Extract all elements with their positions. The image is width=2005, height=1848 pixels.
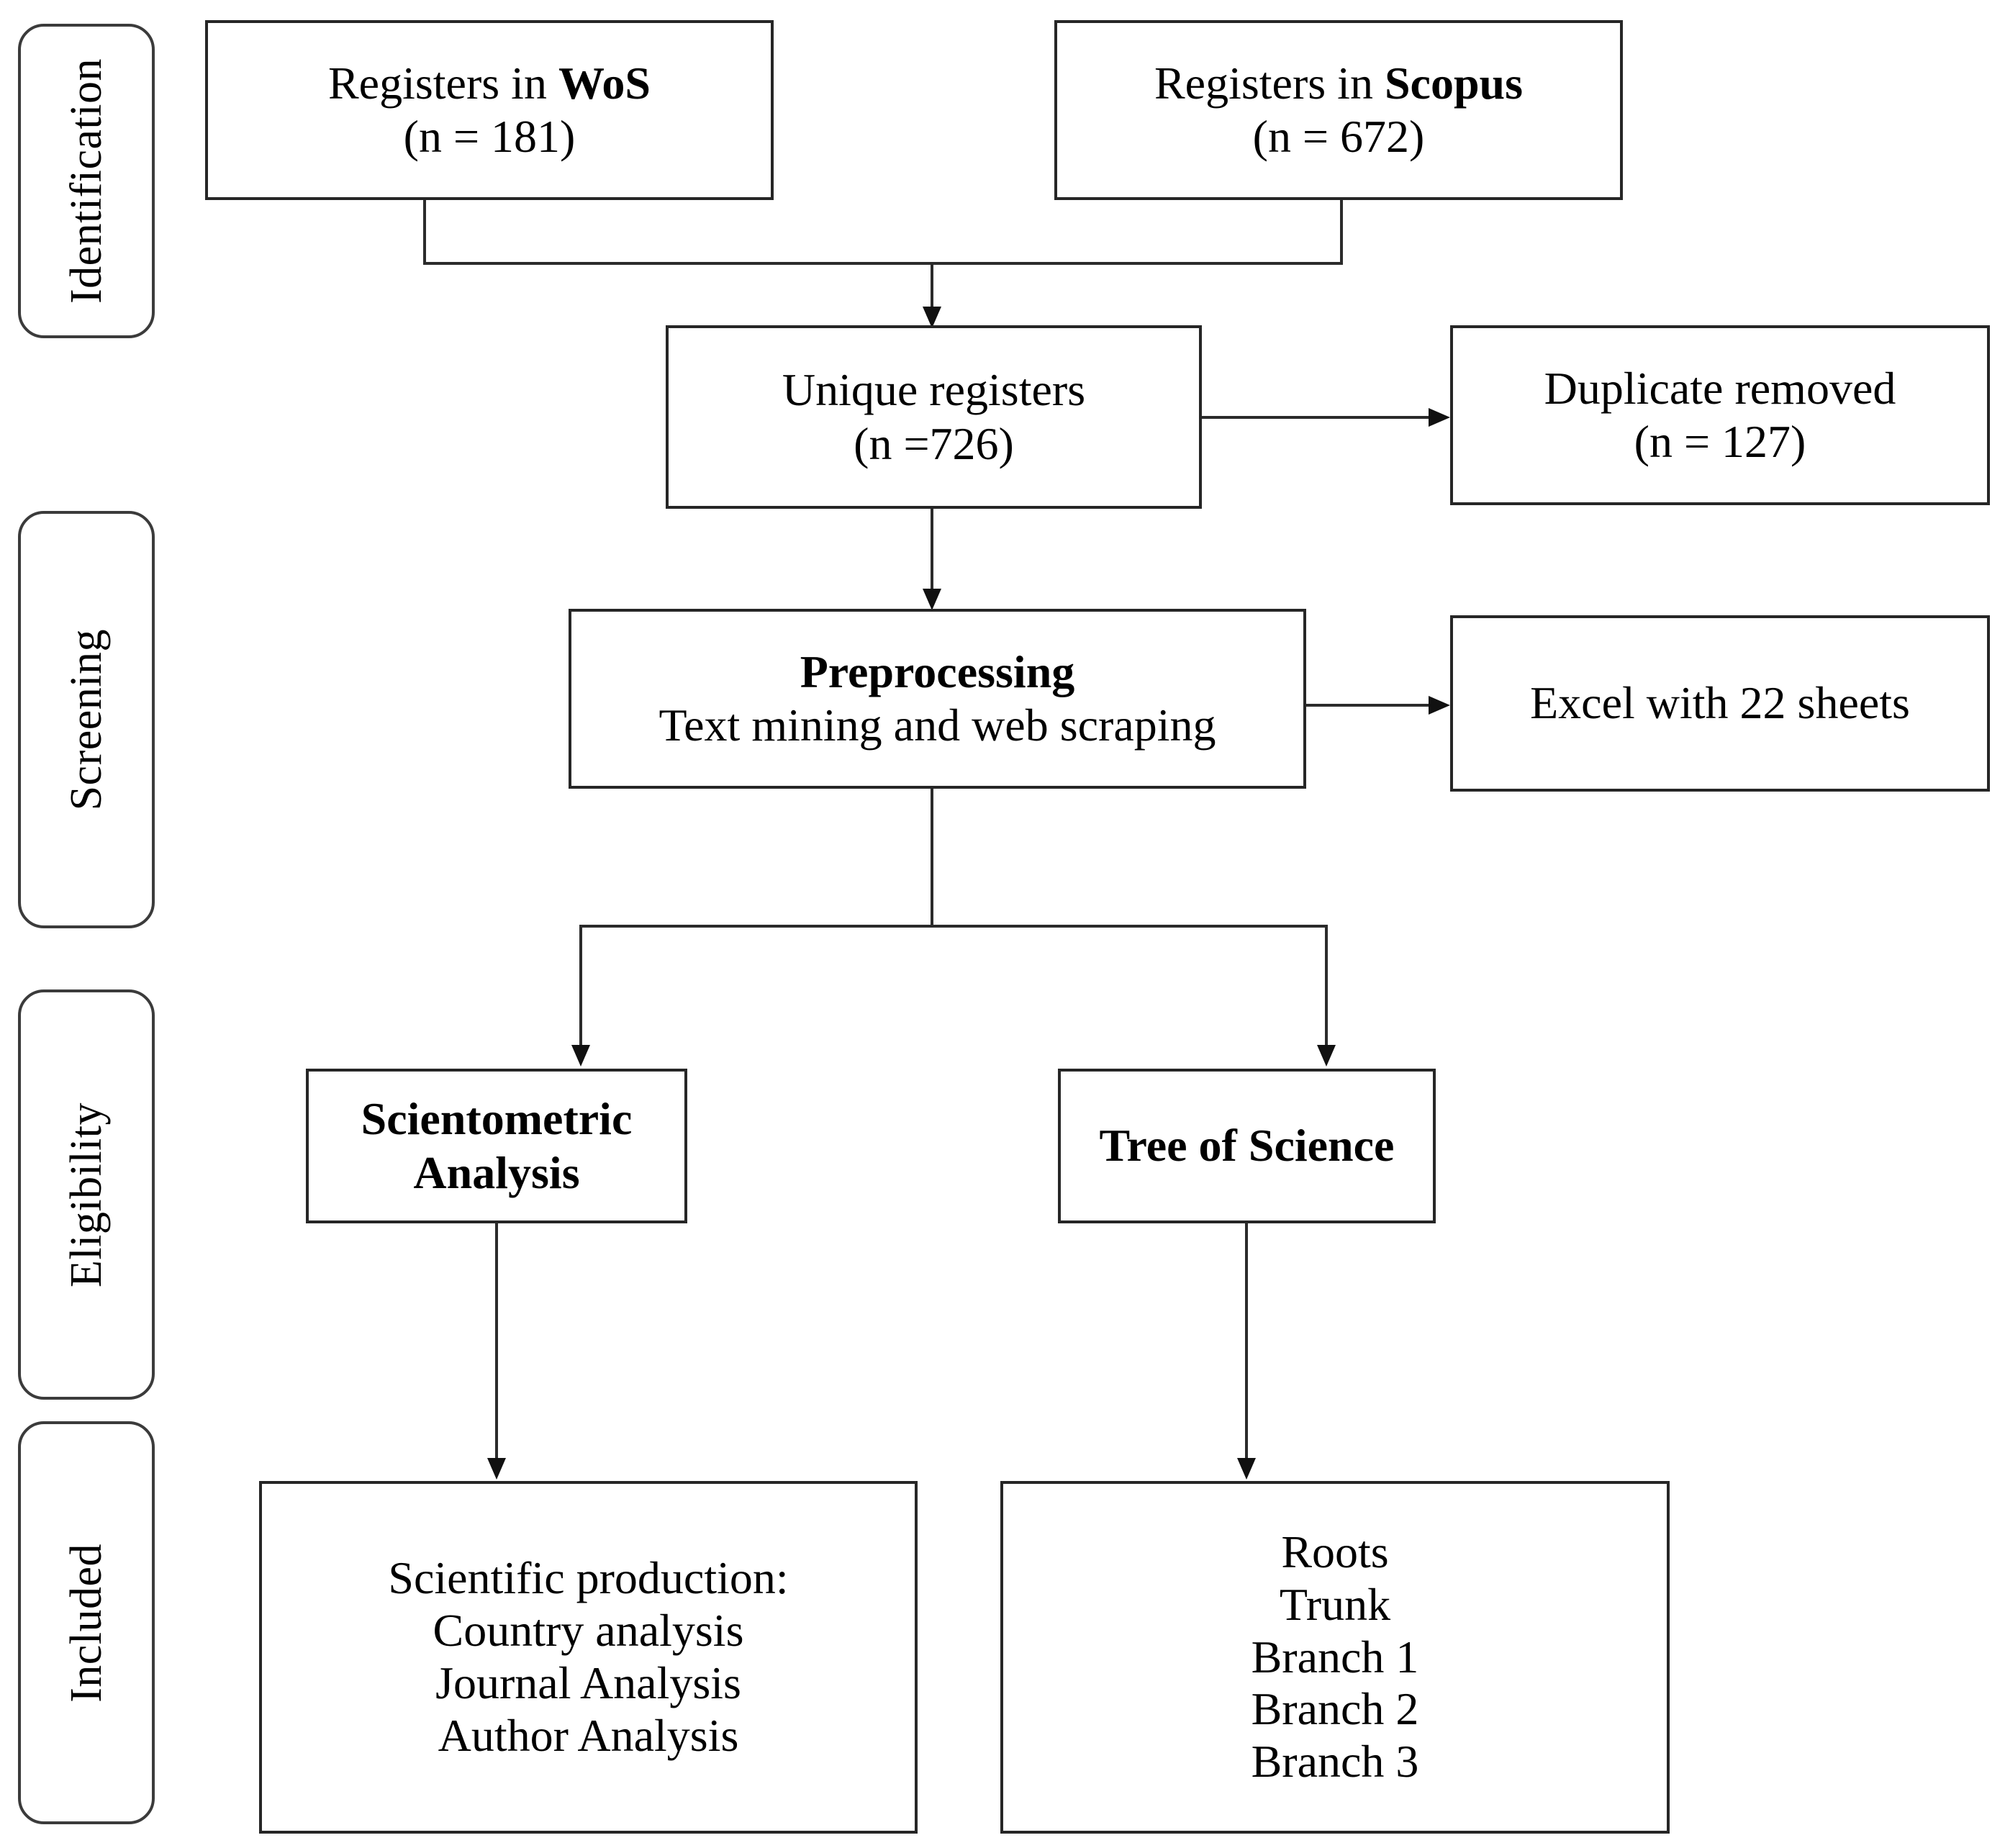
scopus-source-name: Scopus [1384,57,1524,109]
stage-label-eligibility: Eligibility [62,1102,111,1287]
scientometric-analysis-line-2: Analysis [413,1146,580,1198]
preprocessing-subtitle: Text mining and web scraping [658,699,1216,751]
stage-label-identification: Identification [62,58,111,304]
connector-unique-to-duplicate [1202,416,1429,419]
tos-result-line-0: Roots [1281,1526,1389,1577]
scientific-production-line-1: Country analysis [433,1605,744,1657]
wos-line-1: Registers in WoS [328,57,651,110]
arrowhead-to-tos-results [1237,1458,1256,1480]
box-tree-of-science: Tree of Science [1058,1069,1436,1223]
arrowhead-to-duplicate-removed [1429,408,1450,427]
connector-unique-to-preprocessing [931,509,933,595]
connector-split-horizontal [579,925,1328,928]
connector-split-left-down [579,925,582,1051]
connector-split-right-down [1325,925,1328,1051]
stage-label-screening: Screening [62,628,111,811]
scientific-production-line-0: Scientific production: [388,1552,789,1604]
stage-pill-screening: Screening [18,511,155,928]
scientometric-analysis-line-1: Scientometric [361,1093,633,1145]
arrowhead-to-tree-of-science [1317,1045,1336,1066]
connector-merge-down [931,262,933,317]
box-excel-output: Excel with 22 sheets [1450,615,1990,792]
wos-count: (n = 181) [403,111,576,162]
scientific-production-line-2: Journal Analysis [435,1657,741,1708]
scopus-line-1: Registers in Scopus [1154,57,1523,110]
wos-source-name: WoS [558,57,651,109]
box-registers-scopus: Registers in Scopus (n = 672) [1054,20,1623,200]
tree-of-science-label: Tree of Science [1099,1120,1395,1172]
unique-registers-count: (n =726) [854,417,1014,469]
connector-preprocessing-down [931,789,933,927]
connector-tos-to-results [1245,1223,1248,1464]
connector-merge-horizontal [423,262,1343,265]
connector-scientometric-to-production [495,1223,498,1464]
arrowhead-to-excel-output [1429,696,1450,715]
stage-label-included: Included [62,1543,111,1703]
arrowhead-to-scientific-production [487,1458,506,1480]
wos-prefix-text: Registers in [327,57,558,109]
excel-output-label: Excel with 22 sheets [1530,677,1910,729]
preprocessing-title: Preprocessing [800,646,1075,697]
scopus-prefix-text: Registers in [1154,57,1385,109]
stage-pill-included: Included [18,1421,155,1824]
scopus-count: (n = 672) [1252,111,1425,162]
duplicate-removed-count: (n = 127) [1634,416,1806,467]
scientific-production-line-3: Author Analysis [438,1709,739,1761]
box-duplicate-removed: Duplicate removed (n = 127) [1450,325,1990,505]
connector-scopus-down [1340,200,1343,265]
box-preprocessing: Preprocessing Text mining and web scrapi… [569,609,1306,789]
tos-result-line-1: Trunk [1279,1578,1391,1630]
duplicate-removed-title: Duplicate removed [1544,362,1896,414]
stage-pill-identification: Identification [18,24,155,338]
arrowhead-to-scientometric-analysis [571,1045,590,1066]
unique-registers-title: Unique registers [782,364,1086,416]
stage-pill-eligibility: Eligibility [18,989,155,1400]
arrowhead-to-unique-registers [923,307,941,328]
box-unique-registers: Unique registers (n =726) [666,325,1202,509]
box-tos-results: Roots Trunk Branch 1 Branch 2 Branch 3 [1000,1481,1670,1834]
box-registers-wos: Registers in WoS (n = 181) [205,20,774,200]
tos-result-line-3: Branch 2 [1251,1683,1419,1735]
box-scientific-production: Scientific production: Country analysis … [259,1481,918,1834]
connector-preprocessing-to-excel [1306,704,1429,707]
tos-result-line-4: Branch 3 [1251,1736,1419,1788]
tos-result-line-2: Branch 1 [1251,1631,1419,1682]
box-scientometric-analysis: Scientometric Analysis [306,1069,687,1223]
arrowhead-to-preprocessing [923,589,941,610]
connector-wos-down [423,200,426,265]
